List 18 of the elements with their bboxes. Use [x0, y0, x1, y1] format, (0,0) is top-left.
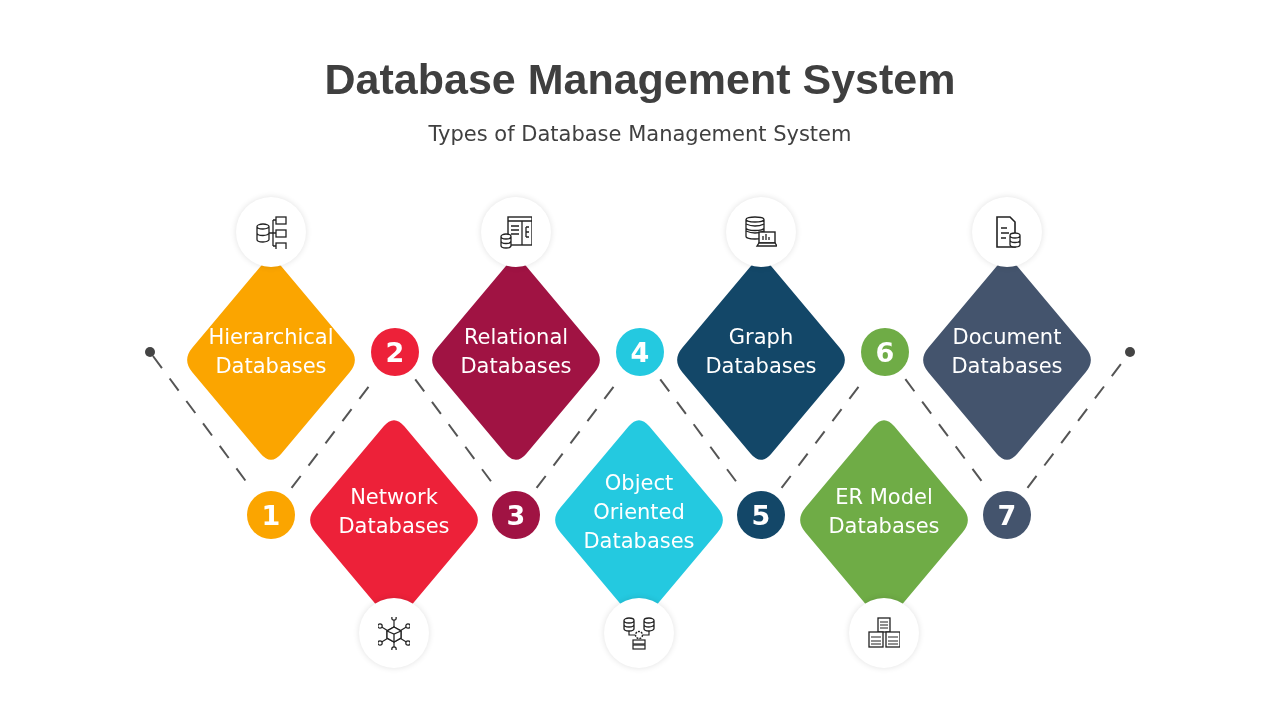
title: Database Management System [323, 55, 957, 104]
diamond-label: Document Databases [950, 324, 1064, 380]
end-dot [1125, 347, 1135, 357]
subtitle: Types of Database Management System [427, 122, 853, 146]
diamond-label: Hierarchical Databases [207, 324, 335, 380]
number-badge: 3 [492, 491, 540, 539]
diamond-label: Network Databases [337, 484, 451, 540]
diamond-label: Graph Databases [704, 324, 818, 380]
number-badge: 1 [247, 491, 295, 539]
diamond-label: Relational Databases [459, 324, 573, 380]
number-badge: 4 [616, 328, 664, 376]
number-badge: 5 [737, 491, 785, 539]
number-badge: 6 [861, 328, 909, 376]
number-badge: 7 [983, 491, 1031, 539]
diamond-label: ER Model Databases [827, 484, 941, 540]
number-badge: 2 [371, 328, 419, 376]
diamond-label: Object Oriented Databases [582, 469, 696, 555]
end-dot [145, 347, 155, 357]
